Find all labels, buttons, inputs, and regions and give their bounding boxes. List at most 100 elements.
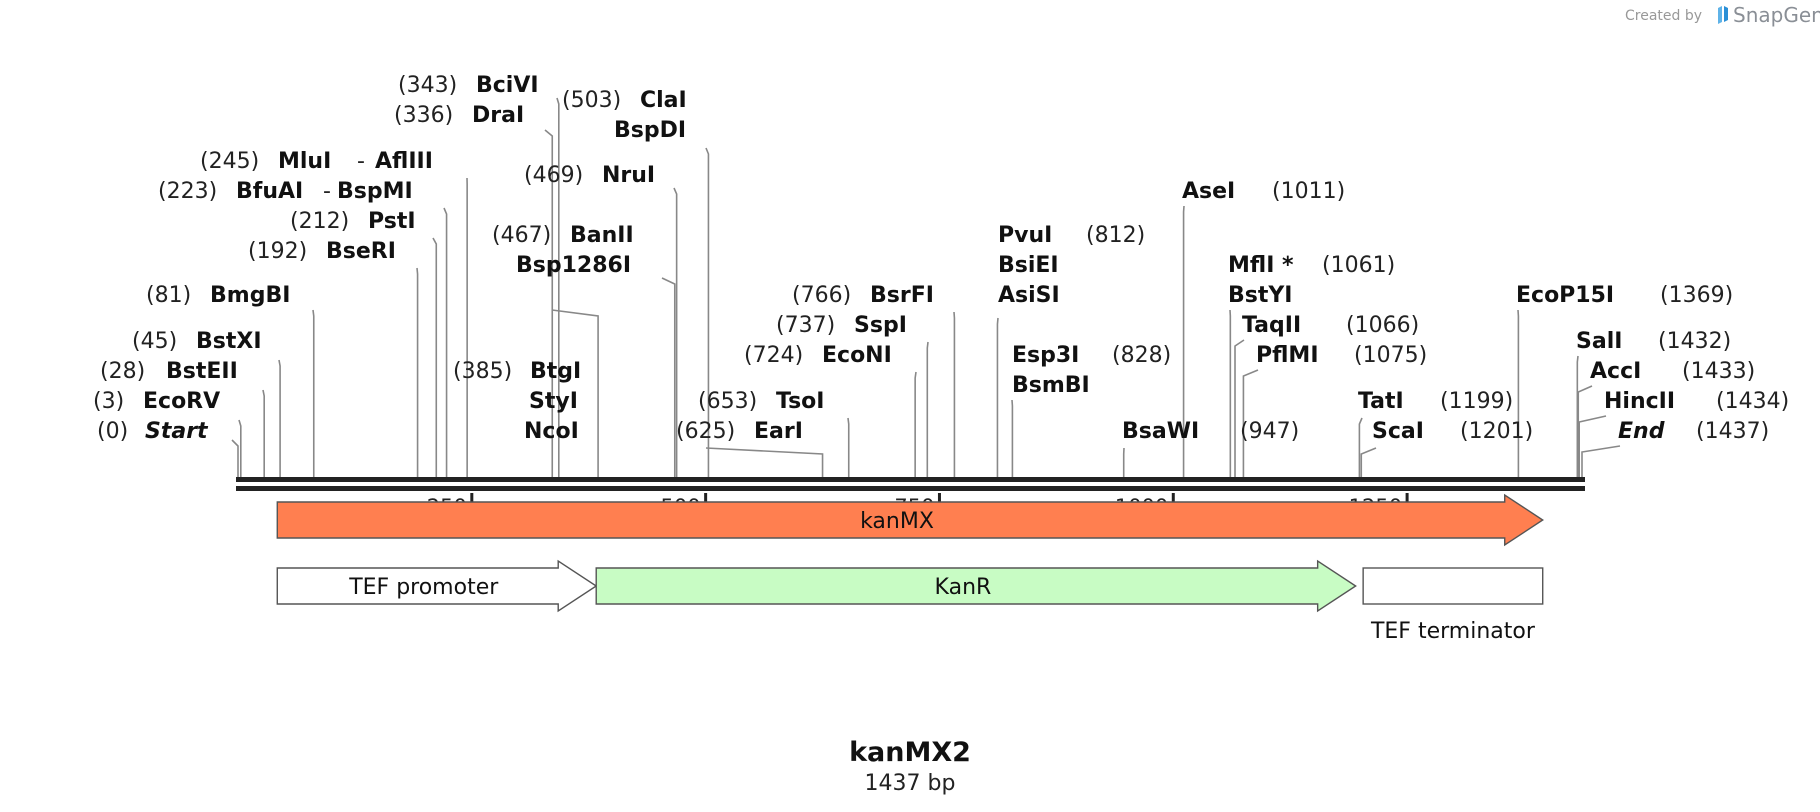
map-subtitle: 1437 bp — [865, 771, 956, 796]
sequence-backbone — [236, 477, 1585, 491]
feature-label-kanr: KanR — [935, 575, 992, 600]
site-leader-line — [847, 417, 850, 477]
site-leader-line — [231, 439, 239, 477]
site-name: Start — [145, 419, 209, 444]
site-leader-line — [1578, 415, 1607, 477]
site-name: BstXI — [196, 329, 262, 354]
site-position: (223) — [158, 179, 217, 204]
site-separator: - — [357, 149, 365, 174]
site-position: (192) — [248, 239, 307, 264]
site-position: (28) — [100, 359, 145, 384]
site-name: End — [1618, 419, 1665, 444]
site-nrui[interactable]: (469) NruI — [524, 163, 655, 188]
site-leader-line — [262, 389, 265, 477]
site-leader-line — [1360, 447, 1377, 477]
site-separator: - — [323, 179, 331, 204]
site-econi[interactable]: (724) EcoNI — [744, 343, 892, 368]
site-leader-line — [238, 419, 242, 477]
site-hincii[interactable]: HincII (1434) — [1604, 389, 1789, 414]
site-tati[interactable]: TatI (1199) — [1358, 389, 1513, 414]
site-leader-line — [705, 147, 710, 477]
site-end[interactable]: End (1437) — [1618, 419, 1769, 444]
site-leader-line — [1358, 417, 1363, 477]
site-ecorv[interactable]: (3) EcoRV — [93, 389, 220, 414]
site-name: BtgI — [530, 359, 581, 384]
site-labels: (0) Start (3) EcoRV (28) BstEII (45) Bst… — [93, 73, 1789, 444]
site-name: BciVI — [476, 73, 539, 98]
site-position: (1434) — [1716, 389, 1789, 414]
site-bcivi[interactable]: (343) BciVI — [398, 73, 539, 98]
site-pvui-bsiei-asisi[interactable]: PvuI (812) BsiEI AsiSI — [998, 223, 1145, 308]
site-bsteii[interactable]: (28) BstEII — [100, 359, 238, 384]
site-name: PvuI — [998, 223, 1052, 248]
tick-mark — [937, 493, 941, 506]
site-bfuai-bspmi[interactable]: (223) BfuAI - BspMI — [158, 179, 413, 204]
site-position: (212) — [290, 209, 349, 234]
site-name: Bsp1286I — [516, 253, 631, 278]
site-start[interactable]: (0) Start — [97, 419, 209, 444]
site-bstxi[interactable]: (45) BstXI — [132, 329, 262, 354]
site-asei[interactable]: AseI (1011) — [1182, 179, 1345, 204]
site-position: (812) — [1086, 223, 1145, 248]
site-bsrfi[interactable]: (766) BsrFI — [792, 283, 934, 308]
site-mlui-afliii[interactable]: (245) MluI - AflIII — [200, 149, 433, 174]
site-name: NcoI — [524, 419, 579, 444]
site-name: BstYI — [1228, 283, 1293, 308]
feature-label-tef-terminator: TEF terminator — [1370, 619, 1536, 644]
feature-kanmx — [276, 493, 1544, 547]
site-scai[interactable]: ScaI (1201) — [1372, 419, 1533, 444]
site-name: EcoNI — [822, 343, 892, 368]
site-name: BseRI — [326, 239, 396, 264]
site-leader-line — [661, 277, 676, 477]
site-eari[interactable]: (625) EarI — [676, 419, 803, 444]
tick-mark — [704, 493, 708, 506]
snapgene-credit: Created by SnapGene — [1625, 3, 1820, 27]
site-ecop15i[interactable]: EcoP15I (1369) — [1516, 283, 1733, 308]
site-leader-line — [544, 129, 554, 477]
site-name: AccI — [1590, 359, 1641, 384]
site-position: (1437) — [1696, 419, 1769, 444]
site-bseri[interactable]: (192) BseRI — [248, 239, 396, 264]
site-leader-lines — [231, 97, 1621, 477]
site-name: SspI — [854, 313, 907, 338]
backbone-top-strand — [236, 477, 1585, 482]
site-taqii[interactable]: TaqII (1066) — [1242, 313, 1419, 338]
site-name: PflMI — [1256, 343, 1319, 368]
site-sspi[interactable]: (737) SspI — [776, 313, 907, 338]
site-position: (947) — [1240, 419, 1299, 444]
site-tsoi[interactable]: (653) TsoI — [698, 389, 824, 414]
site-leader-line — [443, 207, 448, 477]
site-mfli-bstyi[interactable]: MflI * (1061) BstYI — [1228, 253, 1395, 308]
site-name: AflIII — [375, 149, 433, 174]
site-bsawi[interactable]: BsaWI (947) — [1122, 419, 1299, 444]
site-name: PstI — [368, 209, 416, 234]
feature-label-tef-promoter: TEF promoter — [348, 575, 499, 600]
site-name: BsiEI — [998, 253, 1059, 278]
site-leader-line — [673, 187, 678, 477]
site-leader-line — [1581, 445, 1621, 477]
site-pflmi[interactable]: PflMI (1075) — [1256, 343, 1427, 368]
site-position: (469) — [524, 163, 583, 188]
site-name: BspDI — [614, 118, 686, 143]
feature-tef-terminator — [1362, 567, 1544, 605]
credit-brand: SnapGene — [1733, 3, 1820, 27]
site-btgi-styi-ncoi[interactable]: (385) BtgI StyI NcoI — [453, 359, 581, 444]
site-drai[interactable]: (336) DraI — [394, 103, 524, 128]
site-position: (343) — [398, 73, 457, 98]
site-position: (1011) — [1272, 179, 1345, 204]
site-esp3i-bsmbi[interactable]: Esp3I (828) BsmBI — [1012, 343, 1171, 398]
site-position: (1201) — [1460, 419, 1533, 444]
site-name: TaqII — [1242, 313, 1301, 338]
site-banii-bsp1286i[interactable]: (467) BanII Bsp1286I — [492, 223, 634, 278]
site-psti[interactable]: (212) PstI — [290, 209, 416, 234]
site-name: SalI — [1576, 329, 1622, 354]
site-position: (737) — [776, 313, 835, 338]
site-bmgbi[interactable]: (81) BmgBI — [146, 283, 290, 308]
site-sali[interactable]: SalI (1432) — [1576, 329, 1731, 354]
site-acci[interactable]: AccI (1433) — [1590, 359, 1755, 384]
site-leader-line — [926, 341, 929, 477]
site-name: AseI — [1182, 179, 1235, 204]
site-position: (245) — [200, 149, 259, 174]
site-clai-bspdi[interactable]: (503) ClaI BspDI — [562, 88, 687, 143]
